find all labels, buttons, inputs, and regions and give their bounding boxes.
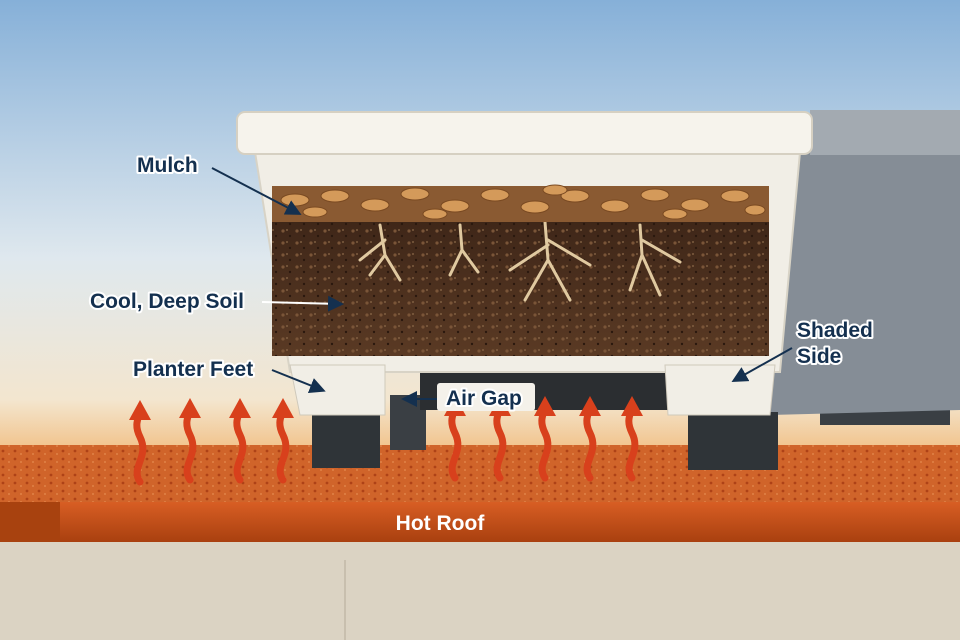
shaded-side-pointer: [731, 347, 793, 382]
roof-band: [0, 502, 960, 542]
mulch-label: Mulch: [137, 154, 198, 177]
mulch-pointer: [211, 167, 302, 215]
shaded-side-label-1: Shaded: [797, 319, 873, 342]
planter-feet-label: Planter Feet: [133, 358, 253, 381]
feet-pointer: [271, 369, 326, 393]
air-gap-box: [437, 383, 535, 411]
soil-label: Cool, Deep Soil: [90, 290, 244, 313]
roots: [358, 220, 682, 302]
air-gap-label: Air Gap: [446, 387, 522, 410]
hot-roof-label: Hot Roof: [396, 512, 486, 535]
concrete-base: [0, 540, 960, 640]
planter-foot-left: [312, 410, 380, 468]
planter-shaded-side: [770, 110, 960, 425]
planter-foot-right: [688, 412, 778, 470]
soil-pointer: [261, 295, 344, 312]
shaded-side-label-2: Side: [797, 345, 841, 368]
mulch-layer: [272, 184, 769, 222]
